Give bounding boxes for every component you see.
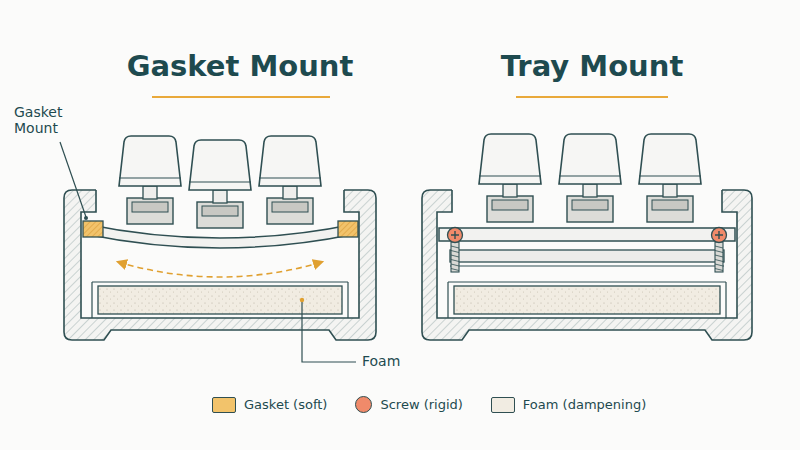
foam-block [454, 286, 720, 314]
rigid-plate [439, 228, 735, 241]
legend-text: Foam (dampening) [523, 397, 646, 412]
legend-swatch [491, 397, 515, 413]
foam-block [98, 286, 342, 314]
leader-line [60, 142, 86, 217]
callout-label: Gasket Mount [14, 104, 88, 136]
legend-swatch [355, 396, 372, 413]
switches [119, 134, 701, 228]
legend-item: Screw (rigid) [355, 396, 462, 413]
title-underline [516, 96, 668, 98]
legend-text: Gasket (soft) [244, 397, 327, 412]
leader-dot [84, 216, 88, 220]
legend: Gasket (soft) Screw (rigid) Foam (dampenin… [212, 396, 646, 413]
callout-label: Foam [362, 353, 400, 369]
legend-item: Foam (dampening) [491, 397, 646, 413]
legend-text: Screw (rigid) [380, 397, 462, 412]
tray-housing [422, 186, 752, 340]
legend-swatch [212, 397, 236, 413]
section-title: Tray Mount [501, 50, 684, 83]
gasket [338, 221, 358, 237]
gasket-housing [64, 186, 376, 340]
key-switch [119, 136, 181, 224]
flex-arrow [118, 262, 322, 277]
key-switch [559, 134, 621, 222]
screw [448, 228, 463, 273]
leader-dot [300, 298, 304, 302]
key-switch [189, 140, 251, 228]
title-underline [152, 96, 330, 98]
key-switch [259, 136, 321, 224]
section-title: Gasket Mount [127, 50, 354, 83]
tray-edge [450, 265, 724, 266]
key-switch [479, 134, 541, 222]
gasket [83, 221, 103, 237]
tray [450, 250, 724, 262]
legend-item: Gasket (soft) [212, 397, 327, 413]
key-switch [639, 134, 701, 222]
leader-line [302, 300, 356, 362]
screws [448, 228, 727, 273]
screw [712, 228, 727, 273]
